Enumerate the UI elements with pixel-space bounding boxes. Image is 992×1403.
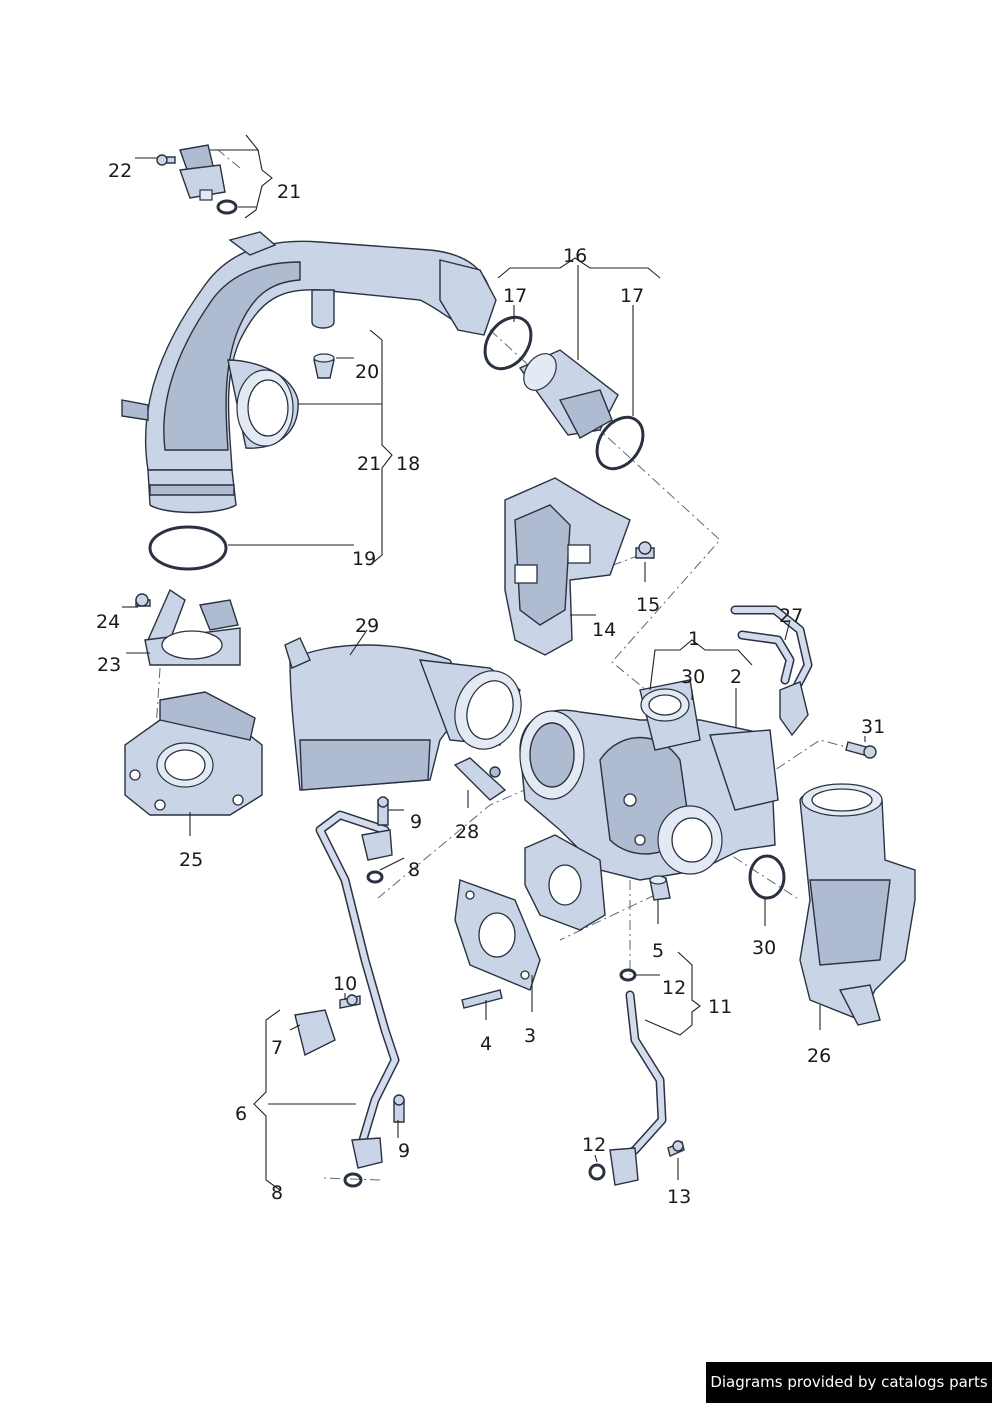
- o-ring-30: [748, 854, 786, 900]
- callout-30: 30: [681, 666, 705, 688]
- callout-labels: 22 21 16 17 17 20 21 18 19 15 24 23 29 1…: [96, 160, 885, 1208]
- temperature-sender: [453, 757, 507, 801]
- holder-7: [294, 994, 361, 1057]
- callout-9: 9: [410, 811, 422, 833]
- callout-3: 3: [524, 1025, 536, 1047]
- callout-28: 28: [455, 821, 479, 843]
- callout-10: 10: [333, 973, 357, 995]
- callout-23: 23: [97, 654, 121, 676]
- charge-air-pipe: [799, 783, 916, 1026]
- callout-21: 21: [277, 181, 301, 203]
- callout-14: 14: [592, 619, 616, 641]
- callout-27: 27: [779, 605, 803, 627]
- callout-8: 8: [271, 1182, 283, 1204]
- grommet: [313, 353, 335, 379]
- callout-17: 17: [503, 285, 527, 307]
- callout-12: 12: [582, 1134, 606, 1156]
- callout-31: 31: [861, 716, 885, 738]
- credit-footer: Diagrams provided by catalogs parts: [706, 1362, 992, 1403]
- leader-lines: [122, 134, 866, 1191]
- callout-5: 5: [652, 940, 664, 962]
- nut: [649, 875, 671, 901]
- connection-piece: [483, 315, 645, 471]
- bolt-31: [845, 741, 877, 759]
- callout-4: 4: [480, 1033, 492, 1055]
- callout-2: 2: [730, 666, 742, 688]
- callout-6: 6: [235, 1103, 247, 1125]
- callout-19: 19: [352, 548, 376, 570]
- callout-17: 17: [620, 285, 644, 307]
- callout-20: 20: [355, 361, 379, 383]
- callout-25: 25: [179, 849, 203, 871]
- callout-7: 7: [271, 1037, 283, 1059]
- callout-22: 22: [108, 160, 132, 182]
- callout-16: 16: [563, 245, 587, 267]
- turbocharger: [519, 679, 779, 931]
- heat-shield: [504, 477, 655, 656]
- callout-18: 18: [396, 453, 420, 475]
- callout-11: 11: [708, 996, 732, 1018]
- throttle-module: [124, 691, 263, 816]
- pressure-sender: [156, 144, 238, 215]
- callout-15: 15: [636, 594, 660, 616]
- holder-bracket: [135, 588, 241, 666]
- callout-24: 24: [96, 611, 120, 633]
- callout-29: 29: [355, 615, 379, 637]
- o-ring-19: [148, 525, 228, 571]
- callout-26: 26: [807, 1045, 831, 1067]
- callout-8: 8: [408, 859, 420, 881]
- callout-30: 30: [752, 937, 776, 959]
- callout-1: 1: [688, 628, 700, 650]
- callout-21: 21: [357, 453, 381, 475]
- oil-supply-pipe: [588, 968, 685, 1186]
- gasket: [454, 879, 541, 1009]
- intake-pipe: [121, 231, 497, 514]
- return-pipe-6: [315, 796, 405, 1188]
- callout-12: 12: [662, 977, 686, 999]
- oil-pipe-27: [730, 605, 813, 737]
- callout-9: 9: [398, 1140, 410, 1162]
- exhaust-elbow: [284, 637, 522, 791]
- callout-13: 13: [667, 1186, 691, 1208]
